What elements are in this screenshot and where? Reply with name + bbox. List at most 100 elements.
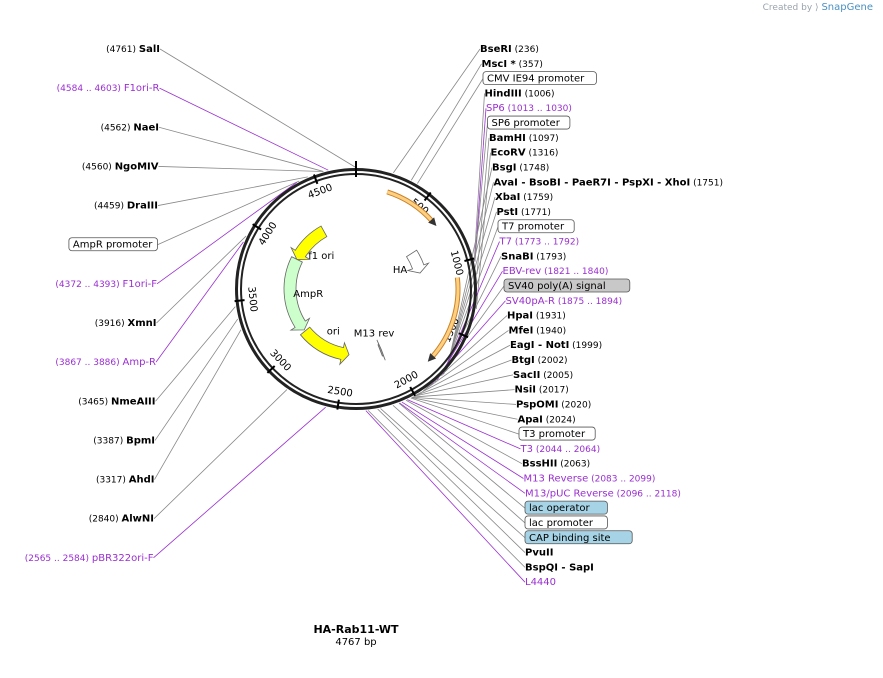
- label-text-psti: PstI (1771): [497, 207, 551, 218]
- label-box-sv40-poly-a-signal: [503, 278, 631, 293]
- label-f1ori-r: (4584 .. 4603) F1ori-R: [57, 83, 160, 94]
- label-nmeaiii: (3465) NmeAIII: [78, 396, 155, 407]
- label-text-lac-promoter: lac promoter: [529, 518, 594, 529]
- label-cap-binding-site: CAP binding site: [524, 530, 633, 545]
- feature-label-ha: HA: [393, 265, 408, 276]
- leader-f1ori-r: [159, 87, 329, 171]
- cmv-promoter-arc-fill: [386, 190, 434, 223]
- leader-amp-r: [155, 241, 244, 363]
- label-text-hindiii: HindIII (1006): [485, 88, 555, 99]
- label-t7-promoter: T7 promoter: [497, 219, 575, 234]
- label-text-lac-operator: lac operator: [529, 503, 590, 514]
- label-hindiii: HindIII (1006): [485, 88, 555, 99]
- label-box-t7-promoter: [497, 219, 575, 234]
- label-box-cap-binding-site: [524, 530, 633, 545]
- leader-m13-reverse: [401, 401, 524, 479]
- leader-bpmi: [154, 318, 239, 441]
- label-sali: (4761) SalI: [106, 44, 160, 55]
- label-naei: (4562) NaeI: [101, 122, 159, 133]
- label-text-ampr-promoter: AmpR promoter: [73, 240, 153, 251]
- label-text-ahdi: (3317) AhdI: [96, 475, 155, 486]
- label-mfei: MfeI (1940): [509, 325, 567, 336]
- label-text-sp6: SP6 (1013 .. 1030): [486, 103, 572, 114]
- label-text-xmni: (3916) XmnI: [95, 318, 157, 329]
- label-text-ngomiv: (4560) NgoMIV: [82, 161, 159, 172]
- label-text-t7-promoter: T7 promoter: [501, 222, 565, 233]
- label-bsshii: BssHII (2063): [522, 459, 590, 470]
- label-text-bpmi: (3387) BpmI: [93, 435, 155, 446]
- label-ahdi: (3317) AhdI: [96, 475, 155, 486]
- label-t3: T3 (2044 .. 2064): [520, 444, 601, 455]
- label-text-m13-puc-reverse: M13/pUC Reverse (2096 .. 2118): [525, 488, 681, 499]
- label-text-f1ori-f: (4372 .. 4393) F1ori-F: [55, 279, 157, 290]
- site-labels: BseRI (236) MscI * (357) CMV IE94 promoter…: [25, 44, 723, 588]
- leader-naei: [158, 126, 324, 172]
- plasmid-length: 4767 bp: [335, 637, 376, 648]
- label-bseri: BseRI (236): [480, 44, 539, 55]
- label-psti: PstI (1771): [497, 207, 551, 218]
- label-avai-bsobi-paer7i-pspxi-xhoi: AvaI - BsoBI - PaeR7I - PspXI - XhoI (17…: [494, 177, 724, 188]
- credit: Created by ⟩ SnapGene: [763, 2, 873, 13]
- label-text-eagi-noti: EagI - NotI (1999): [510, 340, 602, 351]
- leader-draiii: [157, 176, 308, 206]
- label-text-btgi: BtgI (2002): [512, 355, 568, 366]
- leader-bspqi-sapi: [367, 410, 526, 568]
- label-ngomiv: (4560) NgoMIV: [82, 161, 159, 172]
- leader-cap-binding-site: [380, 408, 526, 539]
- ruler-tick: [252, 223, 262, 231]
- label-l4440: L4440: [525, 577, 556, 588]
- leader-apai: [411, 397, 518, 420]
- leader-bsshii: [405, 399, 523, 465]
- label-sp6: SP6 (1013 .. 1030): [486, 103, 572, 114]
- leader-alwni: [153, 389, 288, 520]
- label-m13-puc-reverse: M13/pUC Reverse (2096 .. 2118): [525, 488, 681, 499]
- label-btgi: BtgI (2002): [512, 355, 568, 366]
- label-text-naei: (4562) NaeI: [101, 122, 159, 133]
- feature-label-ori: ori: [327, 326, 340, 337]
- leader-xmni: [156, 235, 247, 324]
- label-pbr322ori-f: (2565 .. 2584) pBR322ori-F: [25, 553, 154, 564]
- label-text-m13-reverse: M13 Reverse (2083 .. 2099): [524, 474, 656, 485]
- label-alwni: (2840) AlwNI: [89, 514, 154, 525]
- label-text-sp6-promoter: SP6 promoter: [492, 118, 561, 129]
- leader-ahdi: [154, 329, 242, 480]
- label-amp-r: (3867 .. 3886) Amp-R: [55, 357, 156, 368]
- backbone-inner-ring: [240, 173, 472, 405]
- leader-bamhi: [476, 137, 490, 274]
- label-f1ori-f: (4372 .. 4393) F1ori-F: [55, 279, 157, 290]
- leader-cmv-ie94-promoter: [417, 78, 484, 184]
- label-text-bamhi: BamHI (1097): [489, 133, 559, 144]
- label-text-ebv-rev: EBV-rev (1821 .. 1840): [503, 266, 609, 277]
- ruler-tick-label: 4500: [306, 182, 334, 201]
- label-text-pbr322ori-f: (2565 .. 2584) pBR322ori-F: [25, 553, 154, 564]
- ruler-tick: [458, 332, 469, 339]
- label-box-ampr-promoter: [68, 237, 158, 252]
- ruler-tick: [336, 399, 340, 410]
- label-text-snabi: SnaBI (1793): [501, 251, 566, 262]
- credit-brand: SnapGene: [821, 2, 873, 13]
- label-ampr-promoter: AmpR promoter: [68, 237, 158, 252]
- label-ebv-rev: EBV-rev (1821 .. 1840): [503, 266, 609, 277]
- label-pvuii: PvuII: [525, 548, 553, 559]
- label-text-t7: T7 (1773 .. 1792): [499, 237, 580, 248]
- feature-label-f1-ori: f1 ori: [308, 251, 334, 262]
- leader-pspomi: [412, 396, 517, 405]
- leader-nsii: [412, 389, 515, 398]
- label-text-nsii: NsiI (2017): [515, 385, 569, 396]
- plasmid-name: HA-Rab11-WT: [313, 623, 399, 636]
- label-bpmi: (3387) BpmI: [93, 435, 155, 446]
- label-msci: MscI * (357): [482, 59, 543, 70]
- leader-eagi-noti: [415, 344, 511, 397]
- label-box-sp6-promoter: [487, 115, 571, 130]
- label-box-lac-promoter: [524, 515, 608, 530]
- label-text-cmv-ie94-promoter: CMV IE94 promoter: [487, 74, 585, 85]
- label-sacii: SacII (2005): [513, 370, 573, 381]
- label-lac-promoter: lac promoter: [524, 515, 608, 530]
- ruler-tick-label: 3500: [245, 286, 258, 312]
- label-text-hpai: HpaI (1931): [507, 311, 566, 322]
- leader-lac-promoter: [392, 404, 526, 524]
- cmv-promoter-arc-head: [428, 217, 437, 226]
